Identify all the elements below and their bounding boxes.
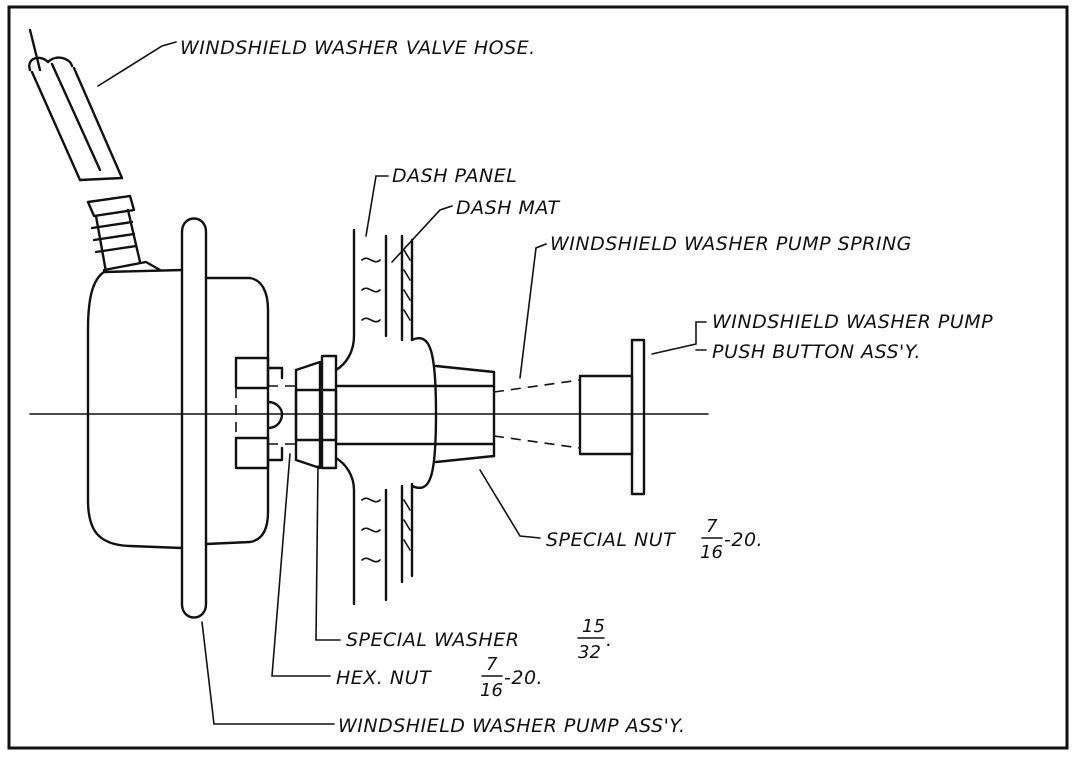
valve-hose bbox=[28, 28, 162, 274]
label-special-washer-suffix: . bbox=[606, 629, 613, 651]
label-special-nut-suffix: -20. bbox=[724, 529, 763, 551]
label-special-nut: SPECIAL NUT bbox=[546, 529, 676, 551]
label-hex-nut-den: 16 bbox=[480, 680, 503, 701]
label-valve-hose: WINDSHIELD WASHER VALVE HOSE. bbox=[180, 37, 536, 59]
label-pump-assy: WINDSHIELD WASHER PUMP ASS'Y. bbox=[338, 715, 686, 737]
label-special-nut-num: 7 bbox=[706, 516, 718, 537]
diagram-border bbox=[7, 5, 1069, 750]
hex-nut-and-washer bbox=[294, 354, 496, 470]
label-special-washer-num: 15 bbox=[582, 616, 605, 637]
label-special-washer-den: 32 bbox=[578, 642, 601, 663]
label-hex-nut-suffix: -20. bbox=[504, 667, 543, 689]
label-hex-nut-num: 7 bbox=[486, 654, 498, 675]
label-push-button-1: WINDSHIELD WASHER PUMP bbox=[712, 311, 993, 333]
pump-body bbox=[86, 217, 296, 619]
dash-panel-and-mat bbox=[334, 228, 496, 606]
label-special-nut-den: 16 bbox=[700, 542, 723, 563]
label-pump-spring: WINDSHIELD WASHER PUMP SPRING bbox=[550, 233, 912, 255]
label-push-button-2: PUSH BUTTON ASS'Y. bbox=[712, 341, 921, 363]
leader-lines bbox=[97, 41, 707, 725]
label-dash-panel: DASH PANEL bbox=[392, 165, 517, 187]
label-hex-nut: HEX. NUT bbox=[336, 667, 432, 689]
spring-and-push-button bbox=[493, 338, 646, 496]
label-special-washer: SPECIAL WASHER bbox=[346, 629, 519, 651]
label-dash-mat: DASH MAT bbox=[456, 197, 561, 219]
